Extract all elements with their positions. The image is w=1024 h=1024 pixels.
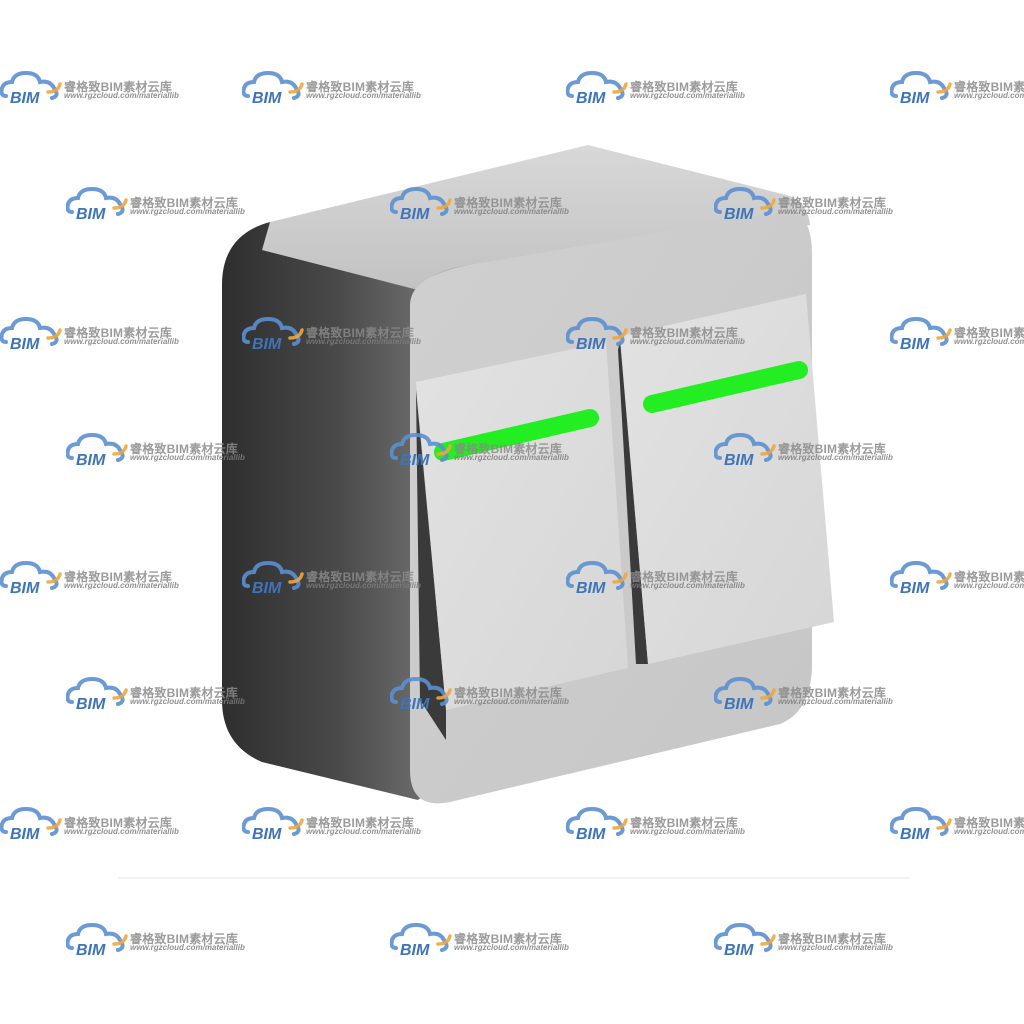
right-indicator-light [643,361,808,413]
left-indicator-light [434,409,599,461]
switch-left-side [222,222,418,800]
right-rocker-button[interactable] [620,294,834,664]
left-rocker-shadow [416,390,446,740]
right-rocker-shadow [618,340,648,664]
left-rocker-button[interactable] [416,342,628,710]
switch-top-surface [262,145,810,290]
